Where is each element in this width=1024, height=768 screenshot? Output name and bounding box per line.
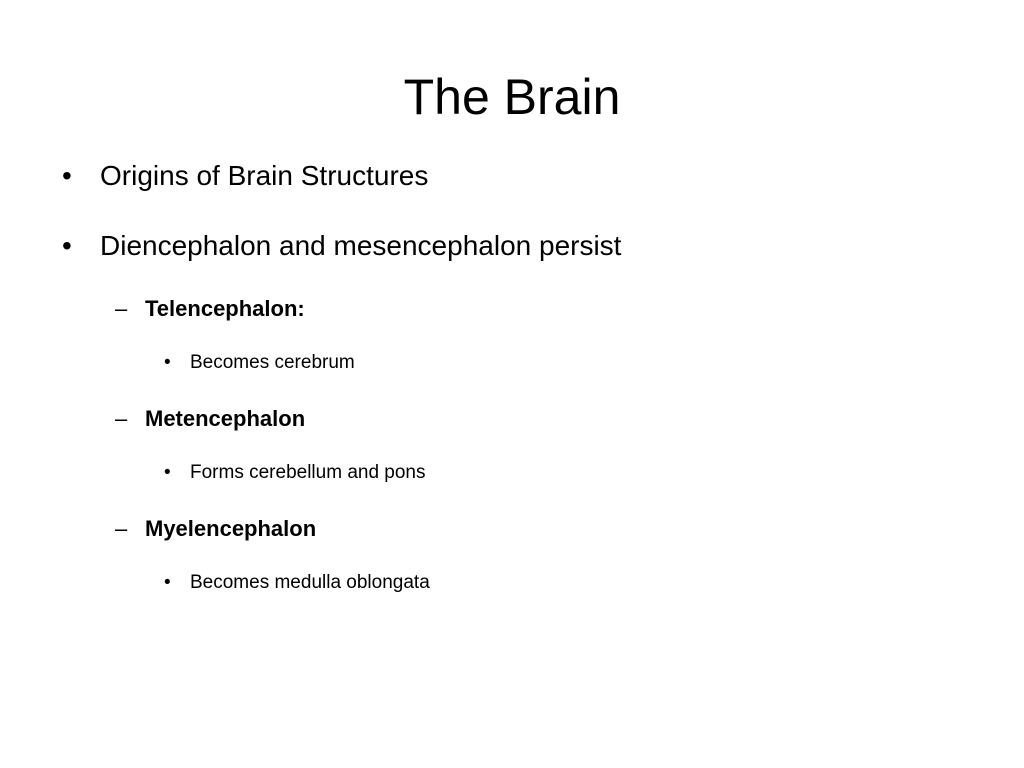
bullet-icon: • [164,462,171,483]
bullet-icon: • [62,160,72,191]
sub-item: – Metencephalon [115,405,305,433]
sub-sub-item: • Becomes cerebrum [164,351,355,375]
bullet-text: Origins of Brain Structures [100,160,429,191]
dash-icon: – [115,406,128,431]
sub-sub-item-text: Forms cerebellum and pons [190,462,426,483]
bullet-icon: • [62,230,72,261]
bullet-item: • Diencephalon and mesencephalon persist [62,228,621,264]
sub-sub-item-text: Becomes cerebrum [190,352,355,373]
bullet-icon: • [164,352,171,373]
sub-item-text: Telencephalon: [145,296,305,321]
bullet-icon: • [164,572,171,593]
sub-sub-item: • Forms cerebellum and pons [164,461,426,485]
sub-item: – Myelencephalon [115,515,316,543]
slide-title: The Brain [403,69,621,125]
sub-item-text: Metencephalon [145,406,306,431]
bullet-text: Diencephalon and mesencephalon persist [100,230,622,261]
sub-sub-item-text: Becomes medulla oblongata [190,572,430,593]
dash-icon: – [115,296,128,321]
sub-sub-item: • Becomes medulla oblongata [164,571,430,595]
sub-item-text: Myelencephalon [145,516,317,541]
sub-item: – Telencephalon: [115,295,305,323]
bullet-item: • Origins of Brain Structures [62,158,428,194]
dash-icon: – [115,516,128,541]
